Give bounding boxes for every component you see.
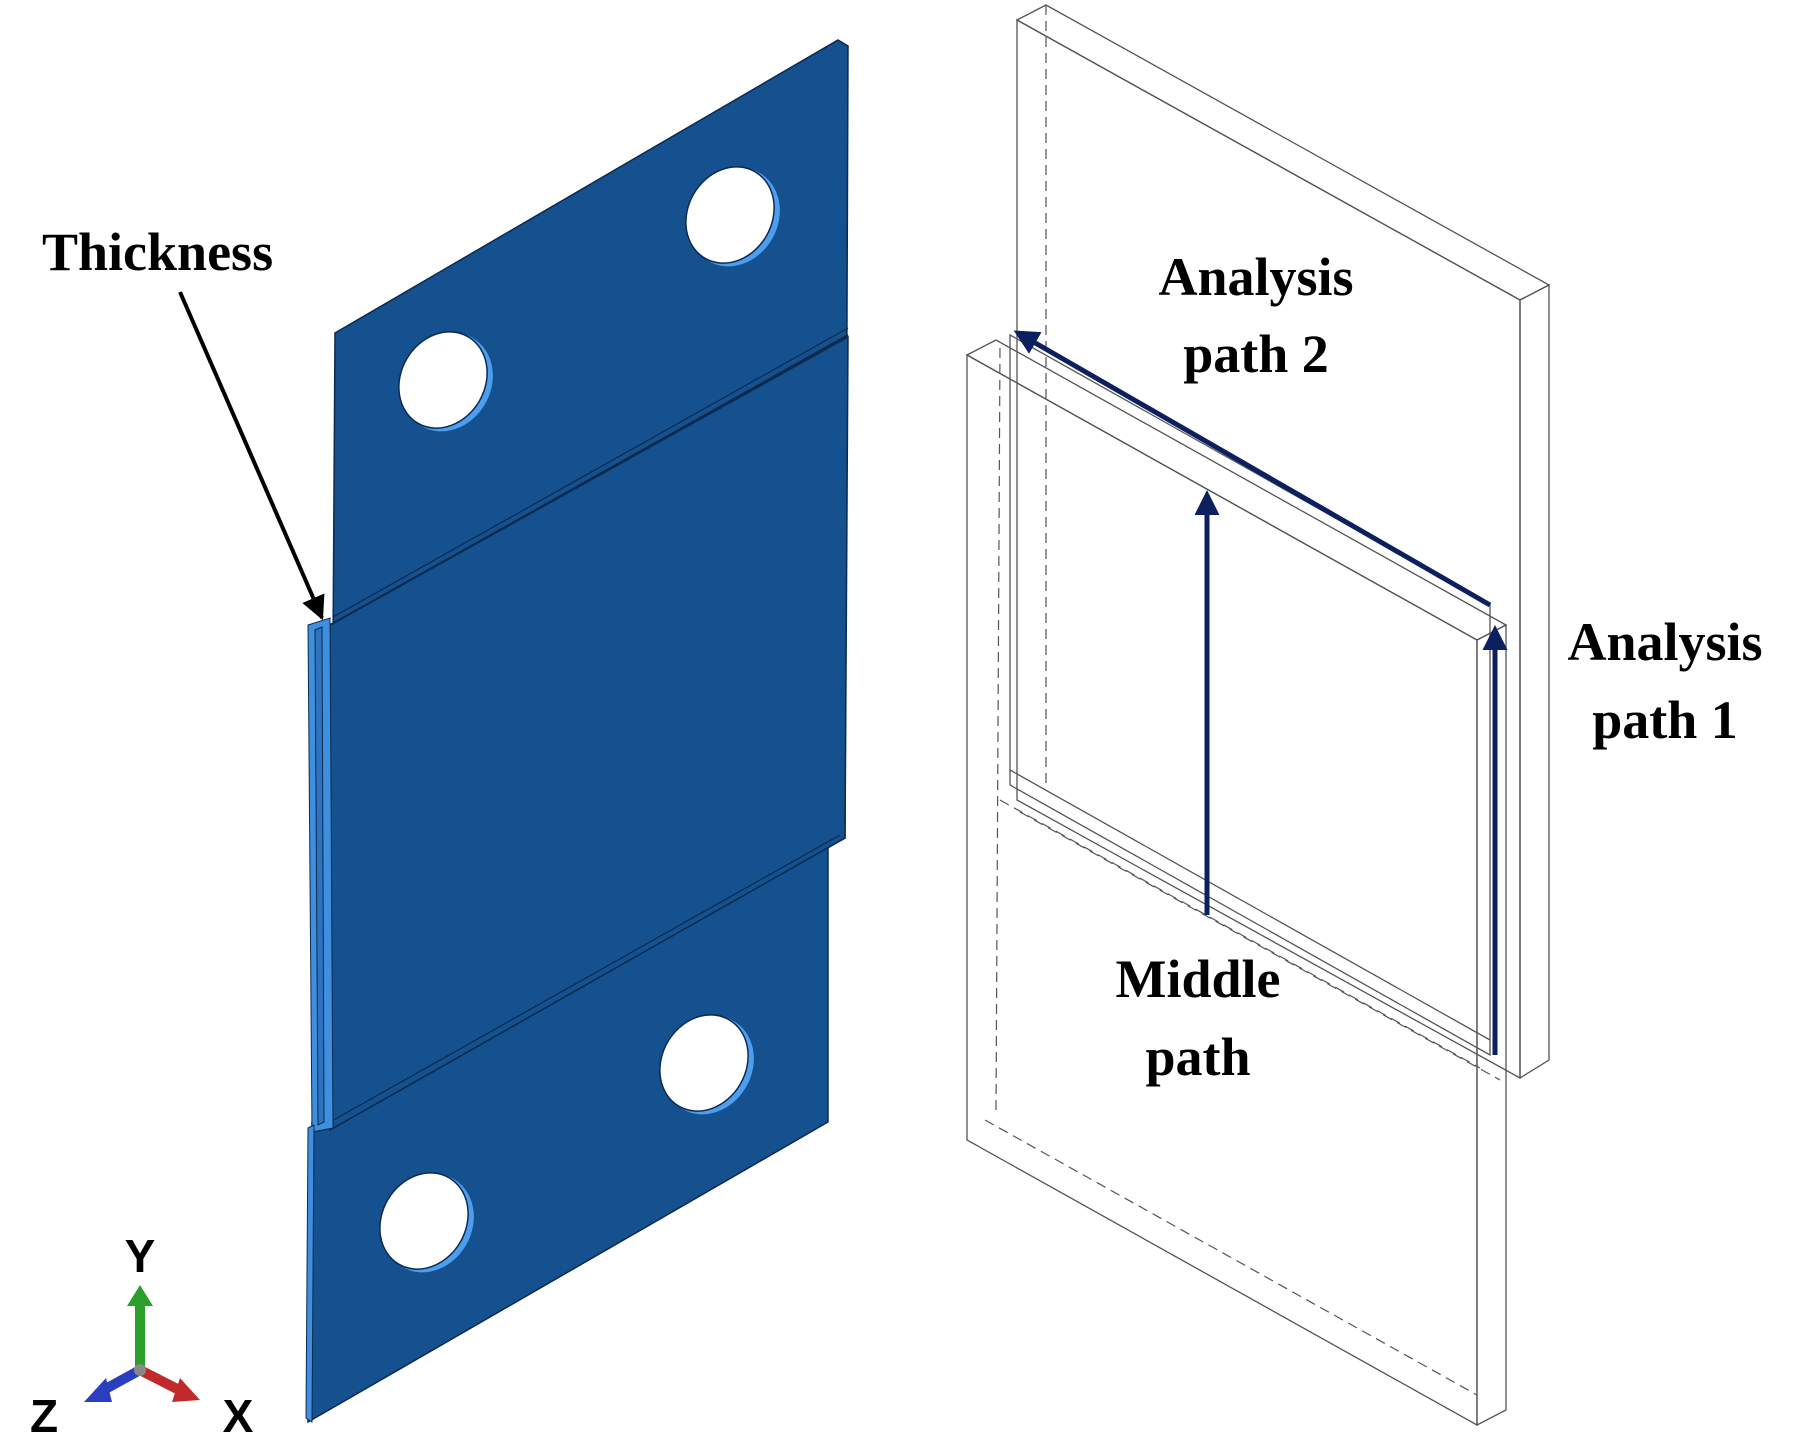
upper-seam-line xyxy=(329,334,849,626)
wire-lower-plate-top xyxy=(965,339,1508,641)
z-axis-label: Z xyxy=(30,1390,58,1442)
analysis-path-2-label-line1: Analysis xyxy=(1158,247,1353,307)
lower-seam-line xyxy=(329,834,841,1123)
analysis-path-2-arrow xyxy=(1013,330,1492,608)
hole-upper-right xyxy=(685,166,780,267)
solid-specimen-model: Thickness xyxy=(42,39,849,1424)
analysis-path-1-label-line2: path 1 xyxy=(1592,690,1738,750)
wire-hidden-line-3 xyxy=(1019,811,1501,1081)
thickness-pointer-arrow xyxy=(178,291,325,621)
front-thickness-inner xyxy=(314,626,325,1126)
wire-overlap-region xyxy=(1009,333,1491,1057)
wire-upper-plate-side xyxy=(1519,283,1550,1080)
axis-triad: Y X Z xyxy=(30,1230,254,1442)
thickness-label: Thickness xyxy=(42,222,273,282)
x-axis-arrowhead xyxy=(172,1378,200,1402)
hole-lower-right xyxy=(659,1014,754,1115)
z-axis-arrowhead xyxy=(84,1378,112,1402)
hole-lower-left xyxy=(379,1172,474,1273)
wireframe-specimen-model: Analysis path 2 Analysis path 1 Middle p… xyxy=(965,4,1763,1427)
wire-hidden-line-2 xyxy=(995,344,1001,1111)
triad-origin xyxy=(134,1364,146,1376)
middle-path-label-line1: Middle xyxy=(1115,949,1280,1009)
bottom-plate-edge xyxy=(305,1124,315,1423)
wire-lower-plate-front xyxy=(966,353,1478,1427)
wire-upper-plate-front xyxy=(1016,18,1521,1080)
y-axis-label: Y xyxy=(125,1230,156,1282)
wire-hidden-line-4 xyxy=(984,1119,1478,1396)
wire-overlap-line xyxy=(1009,769,1491,1041)
upper-seam-line-2 xyxy=(332,327,849,618)
wire-lower-plate-side xyxy=(1476,623,1507,1427)
y-axis-arrowhead xyxy=(127,1285,153,1306)
wire-hidden-line-1 xyxy=(999,799,1481,1069)
x-axis-label: X xyxy=(223,1390,254,1442)
hole-upper-left xyxy=(398,331,493,432)
analysis-path-2-label-line2: path 2 xyxy=(1183,324,1329,384)
middle-path-label-line2: path xyxy=(1145,1027,1250,1087)
analysis-path-1-label-line1: Analysis xyxy=(1567,612,1762,672)
